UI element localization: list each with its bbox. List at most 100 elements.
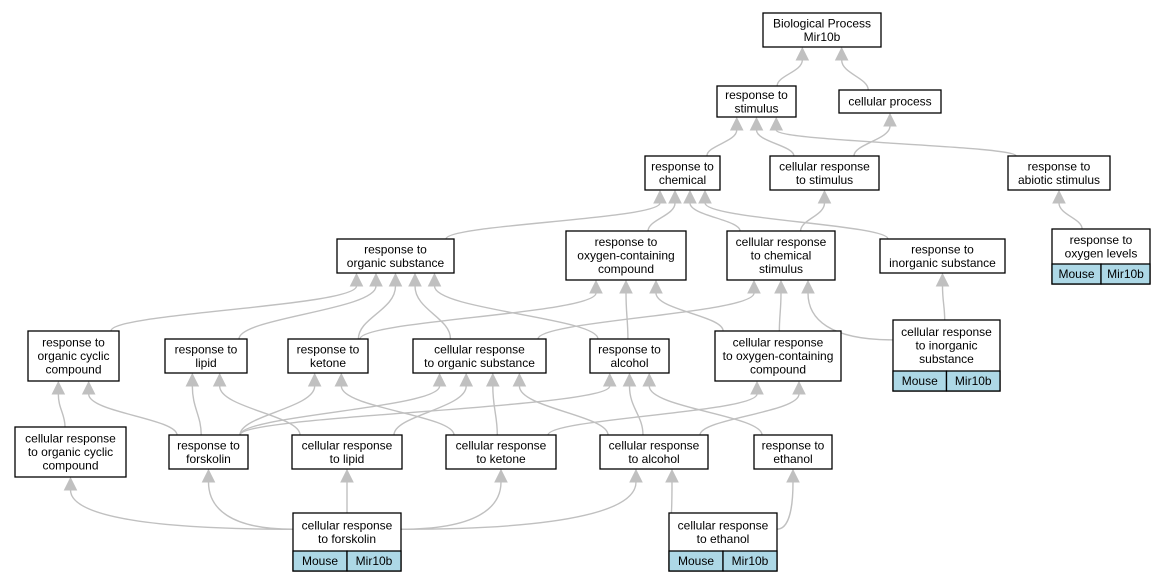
edge-line bbox=[400, 481, 502, 530]
term-box bbox=[838, 89, 942, 114]
term-label-line: response to bbox=[1028, 159, 1091, 173]
arrowhead-icon bbox=[185, 372, 200, 387]
edge-line bbox=[776, 59, 804, 87]
term-box bbox=[716, 85, 797, 118]
term-box bbox=[291, 434, 403, 470]
term-label-line: organic cyclic bbox=[37, 349, 109, 363]
edge-line bbox=[648, 385, 763, 436]
term-label-line: to alcohol bbox=[628, 452, 679, 466]
edge-crl-to-cros bbox=[393, 372, 474, 436]
term-node-cp[interactable]: cellular process bbox=[838, 89, 942, 114]
organism-tag: Mouse bbox=[678, 554, 714, 568]
arrowhead-icon bbox=[427, 272, 442, 287]
arrowhead-icon bbox=[602, 372, 617, 387]
arrowhead-icon bbox=[408, 272, 422, 287]
term-box bbox=[726, 230, 836, 281]
edge-line bbox=[1058, 202, 1083, 230]
term-label-line: response to bbox=[725, 88, 788, 102]
term-label-line: cellular response bbox=[678, 518, 769, 532]
term-label-line: cellular response bbox=[609, 438, 700, 452]
term-label-line: response to bbox=[762, 438, 825, 452]
term-label-line: response to bbox=[595, 235, 658, 249]
edge-re-to-ra bbox=[642, 372, 763, 436]
edge-line bbox=[799, 202, 826, 232]
term-label-line: Biological Process bbox=[773, 16, 871, 30]
arrowhead-icon bbox=[512, 372, 527, 387]
term-label-line: ketone bbox=[310, 356, 346, 370]
edge-crs-to-cp bbox=[853, 112, 897, 157]
edge-crs-to-rs bbox=[749, 116, 795, 157]
term-label-line: to organic cyclic bbox=[28, 445, 113, 459]
edge-line bbox=[628, 385, 644, 436]
edge-line bbox=[699, 393, 800, 436]
term-box bbox=[168, 434, 249, 470]
edge-line bbox=[547, 393, 758, 436]
edge-line bbox=[69, 489, 294, 530]
arrowhead-icon bbox=[801, 279, 815, 294]
edge-rl-to-ros bbox=[238, 272, 383, 340]
arrowhead-icon bbox=[649, 279, 663, 294]
term-label-line: stimulus bbox=[734, 101, 778, 115]
edge-ros-to-rc bbox=[445, 189, 667, 240]
term-label-line: cellular response bbox=[302, 518, 393, 532]
arrowhead-icon bbox=[668, 189, 682, 204]
arrowhead-icon bbox=[698, 189, 712, 204]
arrowhead-icon bbox=[935, 272, 950, 287]
arrowhead-icon bbox=[786, 468, 800, 483]
term-label-line: cellular response bbox=[434, 342, 525, 356]
term-label-line: response to bbox=[177, 438, 240, 452]
term-label-line: oxygen levels bbox=[1065, 246, 1138, 260]
term-label-line: to ketone bbox=[476, 452, 526, 466]
term-label-line: compound bbox=[750, 363, 806, 377]
term-label-line: organic substance bbox=[347, 256, 445, 270]
arrowhead-icon bbox=[494, 468, 508, 483]
edge-crocc-to-rocc bbox=[51, 380, 66, 428]
arrowhead-icon bbox=[81, 380, 96, 395]
edge-line bbox=[655, 292, 724, 332]
edge-line bbox=[359, 292, 597, 340]
term-box bbox=[769, 155, 880, 191]
edge-line bbox=[239, 385, 316, 436]
annotation-tag-cell bbox=[945, 370, 1001, 392]
edge-layer bbox=[51, 46, 1083, 530]
term-label-line: cellular response bbox=[901, 325, 992, 339]
edge-line bbox=[239, 385, 611, 436]
edge-crk-to-croc bbox=[547, 380, 764, 436]
edge-line bbox=[647, 202, 676, 232]
term-box bbox=[1007, 155, 1111, 191]
edge-line bbox=[400, 481, 637, 530]
arrowhead-icon bbox=[459, 372, 474, 387]
arrowhead-icon bbox=[334, 372, 349, 387]
edge-rf-to-cros bbox=[239, 372, 447, 436]
gene-tag: Mir10b bbox=[955, 374, 992, 388]
edge-cra-to-croc bbox=[699, 380, 806, 436]
edge-crf-to-rf bbox=[201, 468, 294, 530]
term-label-line: abiotic stimulus bbox=[1018, 173, 1100, 187]
